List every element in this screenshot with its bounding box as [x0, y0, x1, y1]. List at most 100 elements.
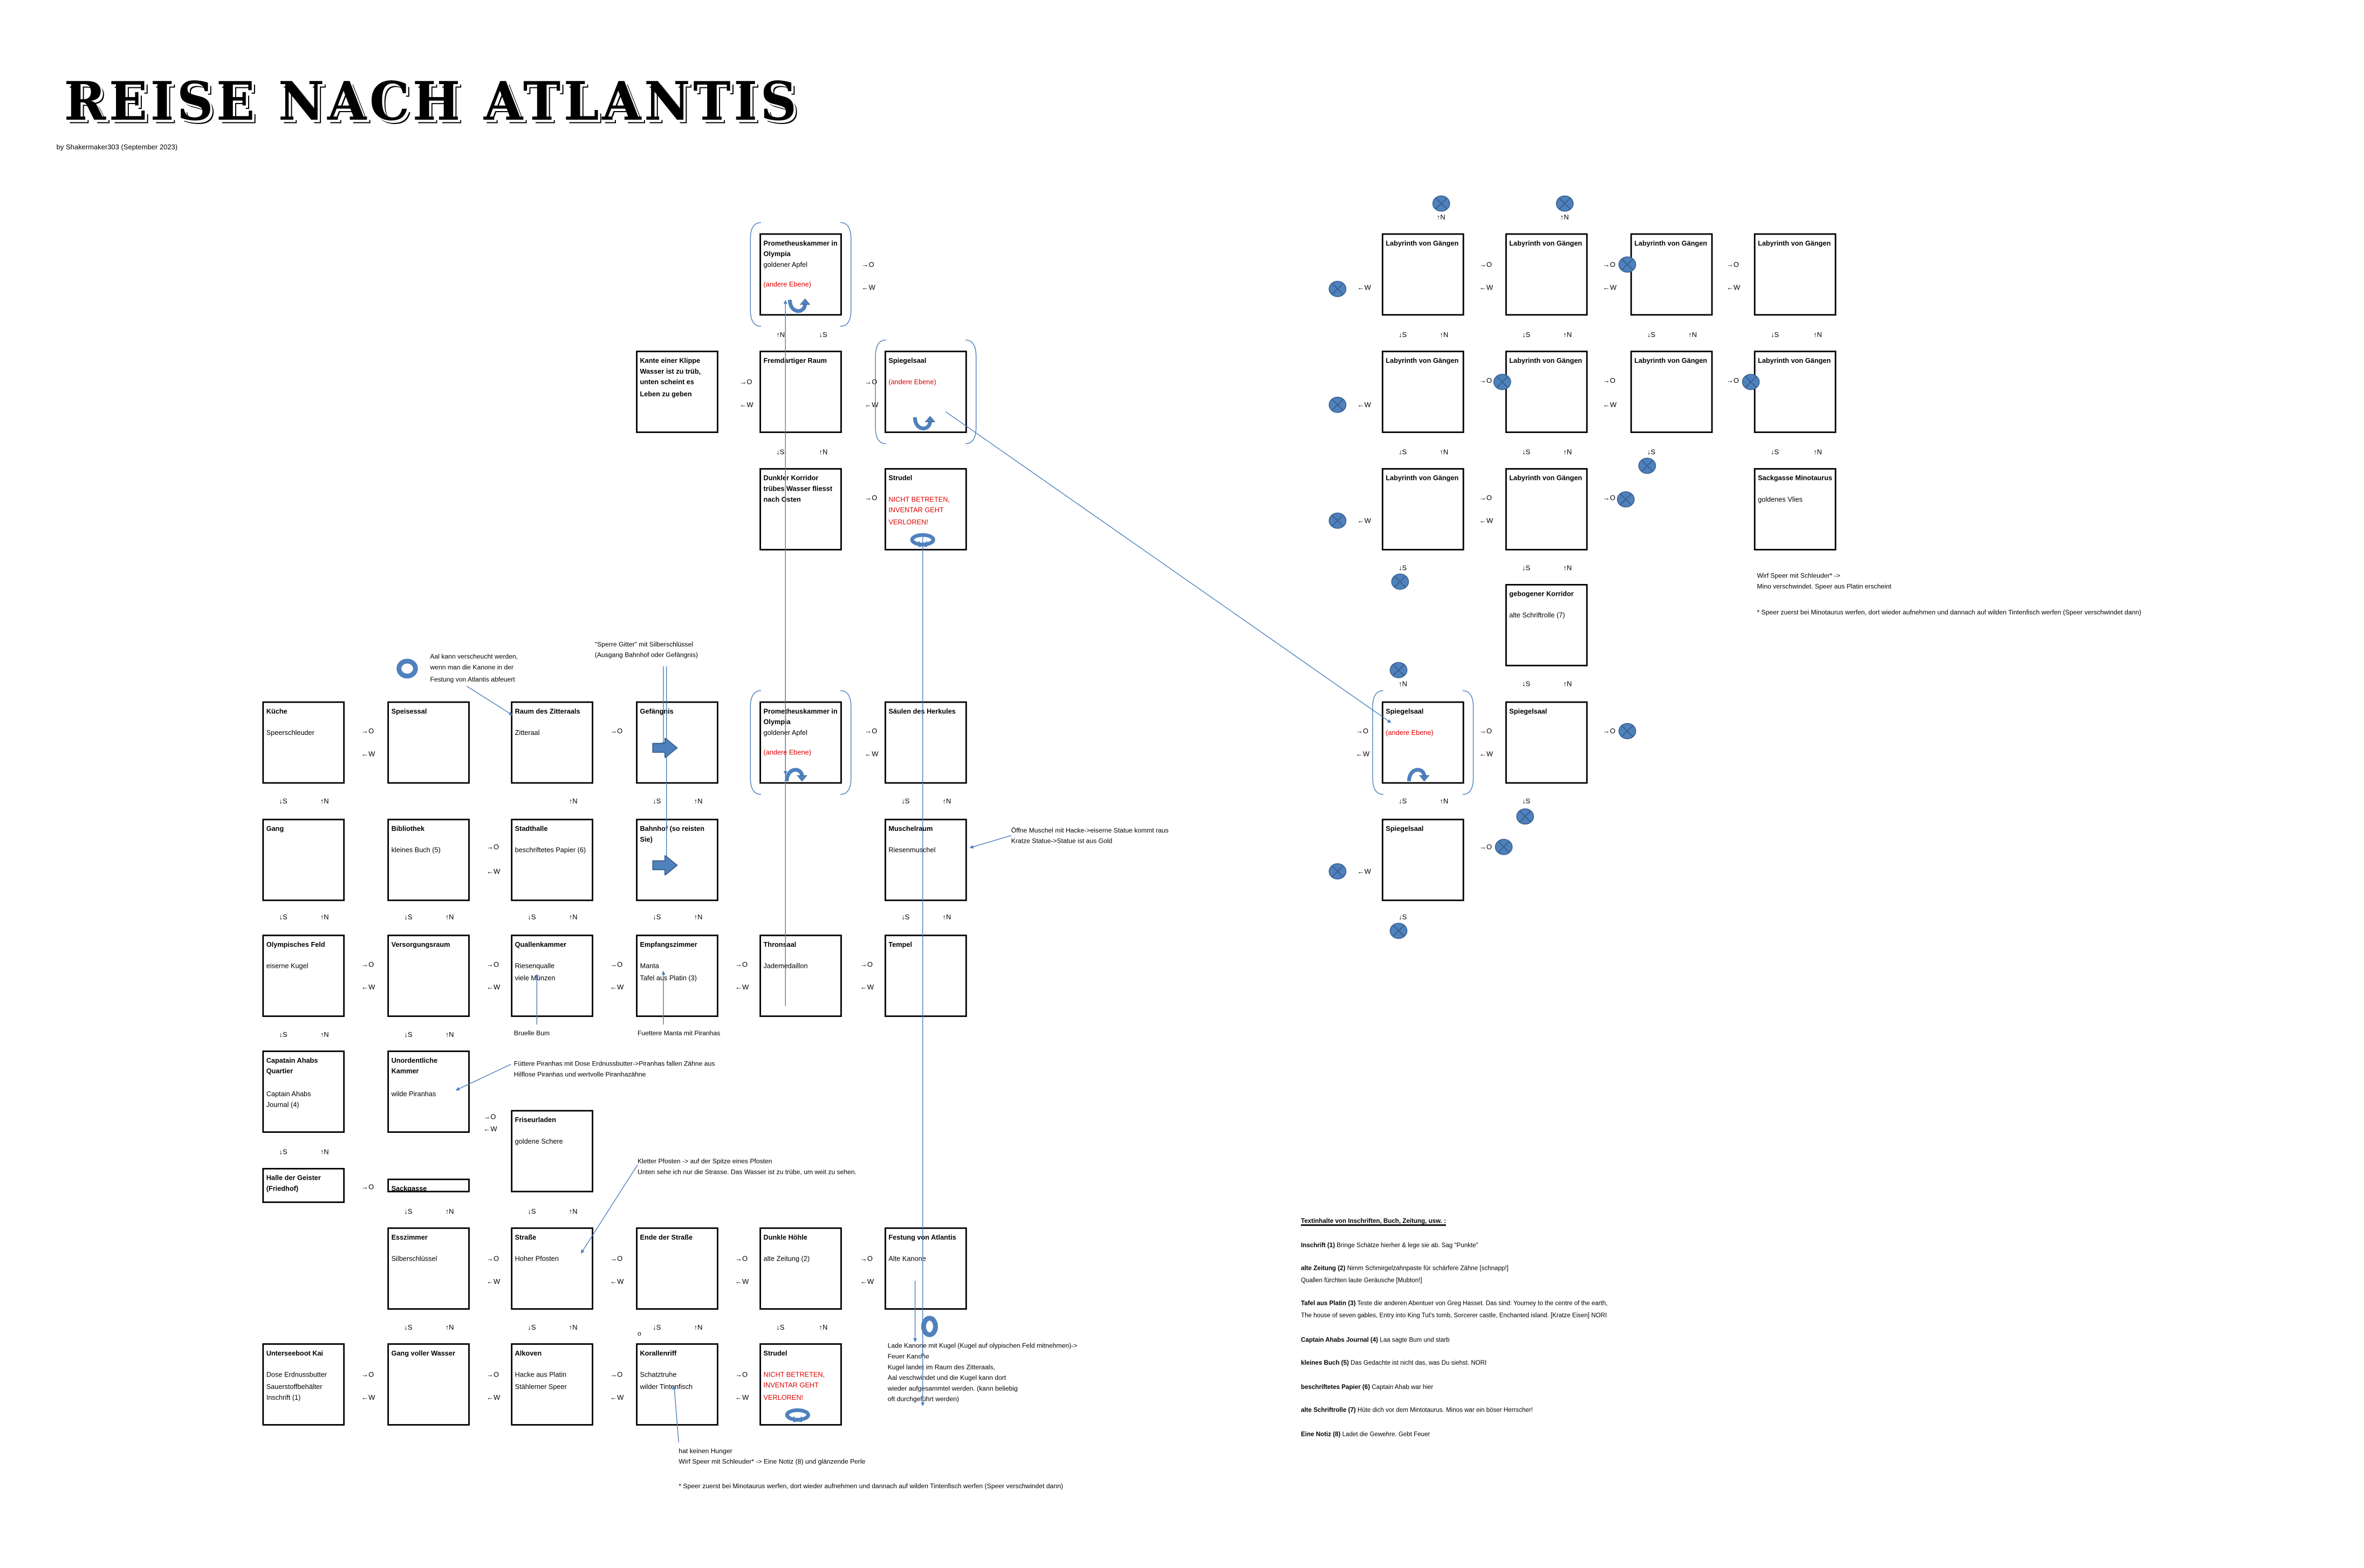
legend-line: alte Schriftrolle (7) Hüte dich vor dem … — [1301, 1405, 1608, 1416]
legend-text: The house of seven gables, Entry into Ki… — [1301, 1311, 1607, 1319]
room-item: Journal (4) — [266, 1101, 299, 1109]
blocked-exit-icon — [1389, 919, 1408, 938]
exit-west-label: ←W — [486, 867, 501, 876]
exit-south-label: ↓S — [279, 1030, 287, 1039]
room-item: Alte Kanone — [888, 1255, 926, 1263]
warning-line: NICHT BETRETEN, — [763, 1371, 825, 1379]
legend-line: Captain Ahabs Journal (4) Laa sagte Bum … — [1301, 1333, 1608, 1345]
room-items: wilde Piranhas — [392, 1088, 466, 1099]
legend-text: Teste die anderen Abentuer von Greg Hass… — [1357, 1299, 1608, 1308]
exit-south-label: ↓S — [776, 448, 785, 456]
legend-text: Captain Ahab war hier — [1372, 1383, 1434, 1391]
room-title: Gefängnis — [640, 706, 674, 715]
bracket-right — [840, 690, 852, 795]
note-line: (Ausgang Bahnhof oder Gefängnis) — [594, 651, 698, 659]
legend-entries: Inschrift (1) Bringe Schätze hierher & l… — [1301, 1239, 1608, 1440]
exit-east-label: →O — [865, 378, 878, 386]
warning-line: (andere Ebene) — [888, 378, 936, 386]
note-line: Kratze Statue->Statue ist aus Gold — [1011, 837, 1113, 845]
exit-west-label: ←W — [861, 283, 875, 292]
note-line: Fuettere Manta mit Piranhas — [637, 1029, 721, 1037]
whirlpool-arrow-icon — [784, 1407, 811, 1422]
room-title: Labyrinth von Gängen — [1509, 356, 1582, 364]
room-title: Spiegelsaal — [1386, 706, 1424, 715]
u-turn-arrow-up-icon — [785, 298, 811, 313]
room-box: Labyrinth von Gängen — [1630, 233, 1713, 316]
note-line: hat keinen Hunger — [679, 1447, 732, 1455]
exit-north-label: ↑N — [568, 913, 578, 921]
exit-east-label: →O — [610, 1371, 623, 1379]
note-line: Hilflose Piranhas und wertvolle Piranhaz… — [513, 1071, 646, 1079]
exit-west-label: ←W — [361, 750, 375, 758]
room-items: Silberschlüssel — [392, 1254, 466, 1265]
room-title: Labyrinth von Gängen — [1509, 238, 1582, 246]
blocked-exit-icon — [1618, 252, 1636, 272]
exit-north-label: ↑N — [1813, 448, 1822, 456]
room-title: Korallenriff — [640, 1349, 677, 1357]
room-title: Gang — [266, 824, 284, 832]
exit-east-label: →O — [735, 960, 748, 968]
exit-west-label: ←W — [1602, 401, 1617, 409]
room-item: goldenes Vlies — [1758, 496, 1803, 504]
exit-east-label: →O — [1726, 260, 1739, 269]
room-title: Labyrinth von Gängen — [1758, 356, 1831, 364]
room-warning: (andere Ebene) — [764, 747, 838, 758]
exit-east-label: →O — [486, 1255, 499, 1263]
legend-entry: Captain Ahabs Journal (4) Laa sagte Bum … — [1301, 1333, 1608, 1345]
exit-east-label: →O — [739, 378, 752, 386]
room-item: kleines Buch (5) — [391, 847, 441, 855]
exit-west-label: ←W — [486, 983, 501, 992]
exit-west-label: ←W — [1357, 517, 1371, 525]
exit-north-label: ↑N — [445, 1030, 454, 1039]
exit-east-label: →O — [865, 494, 878, 502]
exit-east-label: →O — [1479, 494, 1492, 502]
exit-north-label: ↑N — [1436, 213, 1445, 222]
note-zero: o — [638, 1328, 641, 1339]
room-box: Labyrinth von Gängen — [1630, 350, 1713, 434]
exit-east-label: →O — [1479, 376, 1492, 384]
room-box: Säulen des Herkules — [885, 701, 967, 784]
room-title: Gang voller Wasser — [391, 1349, 455, 1357]
exit-north-label: ↑N — [819, 448, 828, 456]
note-line: oft durchgeführt werden) — [887, 1395, 960, 1403]
legend-entry: alte Schriftrolle (7) Hüte dich vor dem … — [1301, 1405, 1608, 1416]
exit-north-label: ↑N — [819, 1323, 828, 1331]
room-title: Friseurladen — [515, 1115, 557, 1123]
bracket-right — [965, 339, 977, 444]
exit-north-label: ↑N — [568, 1323, 578, 1331]
blocked-exit-icon — [1618, 719, 1636, 739]
exit-north-label: ↑N — [320, 1030, 329, 1039]
room-title: Capatain Ahabs Quartier — [266, 1056, 318, 1075]
room-title: Labyrinth von Gängen — [1386, 238, 1459, 246]
room-items: Hoher Pfosten — [515, 1254, 590, 1265]
room-box: Labyrinth von Gängen — [1381, 468, 1464, 551]
legend-label: alte Schriftrolle (7) — [1301, 1406, 1356, 1414]
legend-line: Eine Notiz (8) Ladet die Gewehre. Gebt F… — [1301, 1428, 1608, 1440]
blocked-exit-icon — [1638, 453, 1656, 473]
exit-west-label: ←W — [1479, 283, 1493, 292]
blocked-exit-icon — [1389, 658, 1408, 678]
legend-line: beschriftetes Papier (6) Captain Ahab wa… — [1301, 1381, 1608, 1392]
blocked-exit-icon — [1742, 370, 1760, 389]
legend-line: Tafel aus Platin (3) Teste die anderen A… — [1301, 1298, 1608, 1309]
room-item: beschriftetes Papier (6) — [515, 847, 586, 855]
note-line: Kugel landet im Raum des Zitteraals, — [887, 1363, 995, 1371]
room-item: Riesenmuschel — [888, 847, 936, 855]
exit-south-label: ↓S — [1522, 797, 1531, 806]
room-box: Halle der Geister (Friedhof) — [262, 1168, 345, 1203]
blocked-exit-icon — [1328, 277, 1347, 297]
room-title: Sackgasse Minotaurus — [1758, 473, 1833, 482]
exit-east-label: →O — [1602, 494, 1616, 502]
note-line: o — [637, 1329, 641, 1337]
